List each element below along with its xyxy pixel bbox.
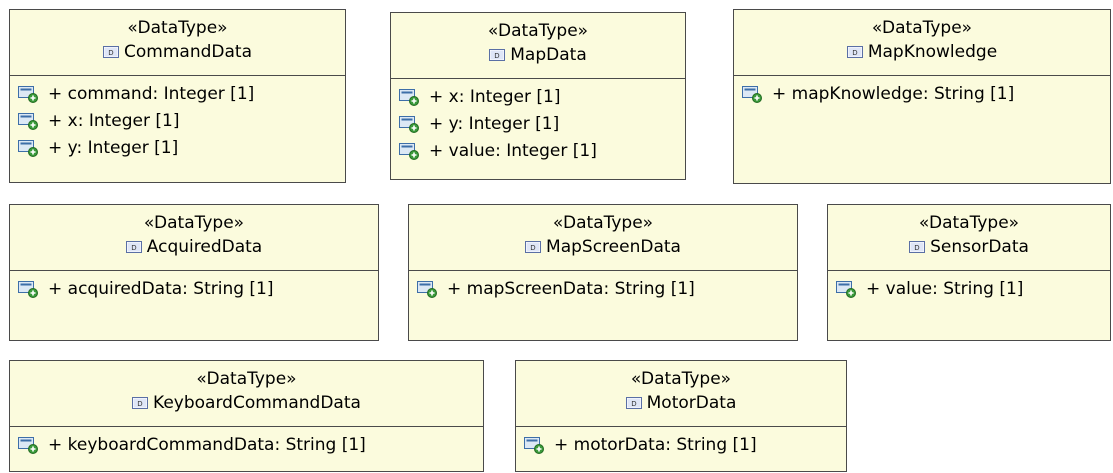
attribute-row[interactable]: + command: Integer [1] bbox=[18, 80, 345, 107]
property-icon bbox=[742, 85, 764, 103]
datatype-icon: D bbox=[525, 241, 542, 253]
attribute-row[interactable]: + motorData: String [1] bbox=[524, 431, 846, 458]
attribute-row[interactable]: + keyboardCommandData: String [1] bbox=[18, 431, 483, 458]
attribute-row[interactable]: + y: Integer [1] bbox=[399, 110, 685, 137]
class-box-keyboardcommanddata[interactable]: «DataType» D KeyboardCommandData + keybo… bbox=[9, 360, 484, 472]
class-name: MapKnowledge bbox=[867, 42, 998, 62]
svg-text:D: D bbox=[914, 244, 919, 252]
stereotype-label: «DataType» bbox=[871, 18, 973, 38]
property-icon bbox=[18, 112, 40, 130]
attribute-text: + mapScreenData: String [1] bbox=[447, 278, 695, 299]
property-icon bbox=[524, 436, 546, 454]
stereotype-label: «DataType» bbox=[918, 213, 1020, 233]
attribute-row[interactable]: + y: Integer [1] bbox=[18, 134, 345, 161]
attribute-text: + keyboardCommandData: String [1] bbox=[48, 434, 366, 455]
class-box-mapknowledge[interactable]: «DataType» D MapKnowledge + mapKnowledge… bbox=[733, 9, 1111, 184]
attribute-row[interactable]: + value: Integer [1] bbox=[399, 137, 685, 164]
attribute-text: + motorData: String [1] bbox=[554, 434, 757, 455]
svg-text:D: D bbox=[137, 400, 142, 408]
svg-text:D: D bbox=[131, 244, 136, 252]
class-name: AcquiredData bbox=[146, 237, 263, 257]
stereotype-label: «DataType» bbox=[630, 369, 732, 389]
property-icon bbox=[417, 280, 439, 298]
attribute-row[interactable]: + x: Integer [1] bbox=[18, 107, 345, 134]
attribute-row[interactable]: + x: Integer [1] bbox=[399, 83, 685, 110]
class-name: SensorData bbox=[930, 237, 1029, 257]
datatype-icon: D bbox=[103, 46, 120, 58]
class-name: KeyboardCommandData bbox=[153, 393, 361, 413]
attribute-text: + x: Integer [1] bbox=[48, 110, 180, 131]
property-icon bbox=[399, 142, 421, 160]
attribute-text: + mapKnowledge: String [1] bbox=[772, 83, 1015, 104]
class-box-sensordata[interactable]: «DataType» D SensorData + value: String … bbox=[827, 204, 1111, 341]
attribute-row[interactable]: + mapScreenData: String [1] bbox=[417, 275, 797, 302]
svg-text:D: D bbox=[631, 400, 636, 408]
svg-text:D: D bbox=[108, 49, 113, 57]
datatype-icon: D bbox=[625, 397, 642, 409]
datatype-icon: D bbox=[132, 397, 149, 409]
class-header: «DataType» D CommandData bbox=[10, 10, 345, 76]
property-icon bbox=[18, 436, 40, 454]
class-header: «DataType» D SensorData bbox=[828, 205, 1110, 271]
class-box-mapscreendata[interactable]: «DataType» D MapScreenData + mapScreenDa… bbox=[408, 204, 798, 341]
property-icon bbox=[836, 280, 858, 298]
svg-text:D: D bbox=[852, 49, 857, 57]
stereotype-label: «DataType» bbox=[143, 213, 245, 233]
class-box-mapdata[interactable]: «DataType» D MapData + x: Integer [1] + … bbox=[390, 12, 686, 180]
attribute-row[interactable]: + mapKnowledge: String [1] bbox=[742, 80, 1110, 107]
class-name: MotorData bbox=[646, 393, 737, 413]
attribute-text: + acquiredData: String [1] bbox=[48, 278, 274, 299]
class-name: MapData bbox=[510, 45, 587, 65]
class-header: «DataType» D MapKnowledge bbox=[734, 10, 1110, 76]
property-icon bbox=[18, 280, 40, 298]
stereotype-label: «DataType» bbox=[552, 213, 654, 233]
datatype-icon: D bbox=[125, 241, 142, 253]
svg-text:D: D bbox=[530, 244, 535, 252]
attribute-text: + y: Integer [1] bbox=[429, 113, 560, 134]
property-icon bbox=[18, 85, 40, 103]
stereotype-label: «DataType» bbox=[127, 18, 228, 38]
property-icon bbox=[399, 88, 421, 106]
class-name: MapScreenData bbox=[546, 237, 681, 257]
class-header: «DataType» D KeyboardCommandData bbox=[10, 361, 483, 427]
stereotype-label: «DataType» bbox=[487, 21, 589, 41]
attribute-row[interactable]: + value: String [1] bbox=[836, 275, 1110, 302]
datatype-icon: D bbox=[846, 46, 863, 58]
property-icon bbox=[399, 115, 421, 133]
class-header: «DataType» D MotorData bbox=[516, 361, 846, 427]
class-header: «DataType» D MapData bbox=[391, 13, 685, 79]
svg-text:D: D bbox=[495, 52, 500, 60]
stereotype-label: «DataType» bbox=[196, 369, 297, 389]
attribute-text: + x: Integer [1] bbox=[429, 86, 561, 107]
property-icon bbox=[18, 139, 40, 157]
attribute-text: + command: Integer [1] bbox=[48, 83, 255, 104]
attribute-text: + y: Integer [1] bbox=[48, 137, 179, 158]
class-name: CommandData bbox=[124, 42, 252, 62]
class-box-commanddata[interactable]: «DataType» D CommandData + command: Inte… bbox=[9, 9, 346, 183]
attribute-row[interactable]: + acquiredData: String [1] bbox=[18, 275, 378, 302]
class-header: «DataType» D MapScreenData bbox=[409, 205, 797, 271]
attribute-text: + value: String [1] bbox=[866, 278, 1024, 299]
datatype-icon: D bbox=[909, 241, 926, 253]
class-box-motordata[interactable]: «DataType» D MotorData + motorData: Stri… bbox=[515, 360, 847, 472]
class-box-acquireddata[interactable]: «DataType» D AcquiredData + acquiredData… bbox=[9, 204, 379, 341]
attribute-text: + value: Integer [1] bbox=[429, 140, 597, 161]
class-header: «DataType» D AcquiredData bbox=[10, 205, 378, 271]
datatype-icon: D bbox=[489, 49, 506, 61]
